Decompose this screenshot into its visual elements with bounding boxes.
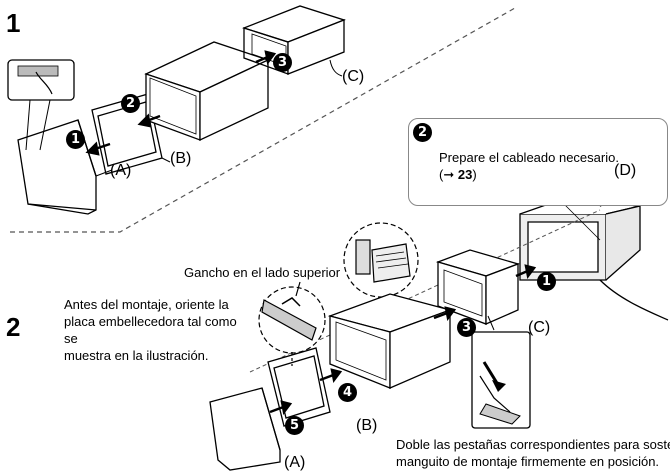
step2-unit-box <box>327 293 453 389</box>
page-ref-suffix: ) <box>472 167 477 182</box>
step1-number: 1 <box>6 8 21 38</box>
wiring-callout: 2 Prepare el cableado necesario. (➞ 23) <box>408 118 668 206</box>
dashboard-opening <box>519 199 669 321</box>
hook-label: Gancho en el lado superior <box>184 265 341 280</box>
step1-badge-2: 2 <box>121 94 140 113</box>
step1-label-b: (B) <box>170 150 192 167</box>
step2-label-b: (B) <box>356 417 378 434</box>
step1-label-c: (C) <box>342 68 365 85</box>
step1-sleeve <box>242 5 346 75</box>
step1-label-a: (A) <box>110 162 132 179</box>
step2-number: 2 <box>6 312 21 342</box>
step1-front-panel <box>17 119 97 215</box>
bend-tabs-inset <box>471 315 531 429</box>
caption-line-1: Doble las pestañas correspondientes para… <box>396 437 670 452</box>
step2-label-a: (A) <box>284 454 306 471</box>
step2-badge-1: 1 <box>537 272 556 291</box>
page-ref-prefix: (➞ <box>439 167 458 182</box>
step2-front-panel <box>209 387 281 471</box>
step1-badge-1: 1 <box>66 130 85 149</box>
callout-badge: 2 <box>413 123 432 142</box>
page-ref-number: 23 <box>457 167 473 182</box>
hand-release-inset <box>7 59 75 151</box>
step2-label-c: (C) <box>528 319 551 336</box>
step1-badge-3: 3 <box>273 53 292 72</box>
step2-badge-4: 4 <box>338 383 357 402</box>
step2-trim-plate <box>267 347 331 427</box>
step2-label-d: (D) <box>614 162 637 179</box>
hook-detail-circle <box>258 281 326 366</box>
step2-badge-5: 5 <box>285 416 304 435</box>
step2-note-line-2: placa embellecedora tal como se <box>64 314 237 346</box>
callout-page-ref: (➞ 23) <box>439 166 477 183</box>
step2-note-line-1: Antes del montaje, oriente la <box>64 297 229 312</box>
detail-magnifier <box>343 222 419 319</box>
caption-line-2: manguito de montaje firmemente en posici… <box>396 454 660 469</box>
step2-arrows <box>269 264 537 415</box>
step1-unit-box <box>144 41 270 142</box>
step2-note-line-3: muestra en la ilustración. <box>64 348 209 363</box>
callout-text: Prepare el cableado necesario. <box>439 150 619 165</box>
step2-badge-3: 3 <box>457 318 476 337</box>
bend-tabs-caption: Doble las pestañas correspondientes para… <box>396 436 670 470</box>
step-separator <box>10 7 516 233</box>
step2-note: Antes del montaje, oriente la placa embe… <box>64 296 254 364</box>
step1-arrows <box>85 50 277 156</box>
